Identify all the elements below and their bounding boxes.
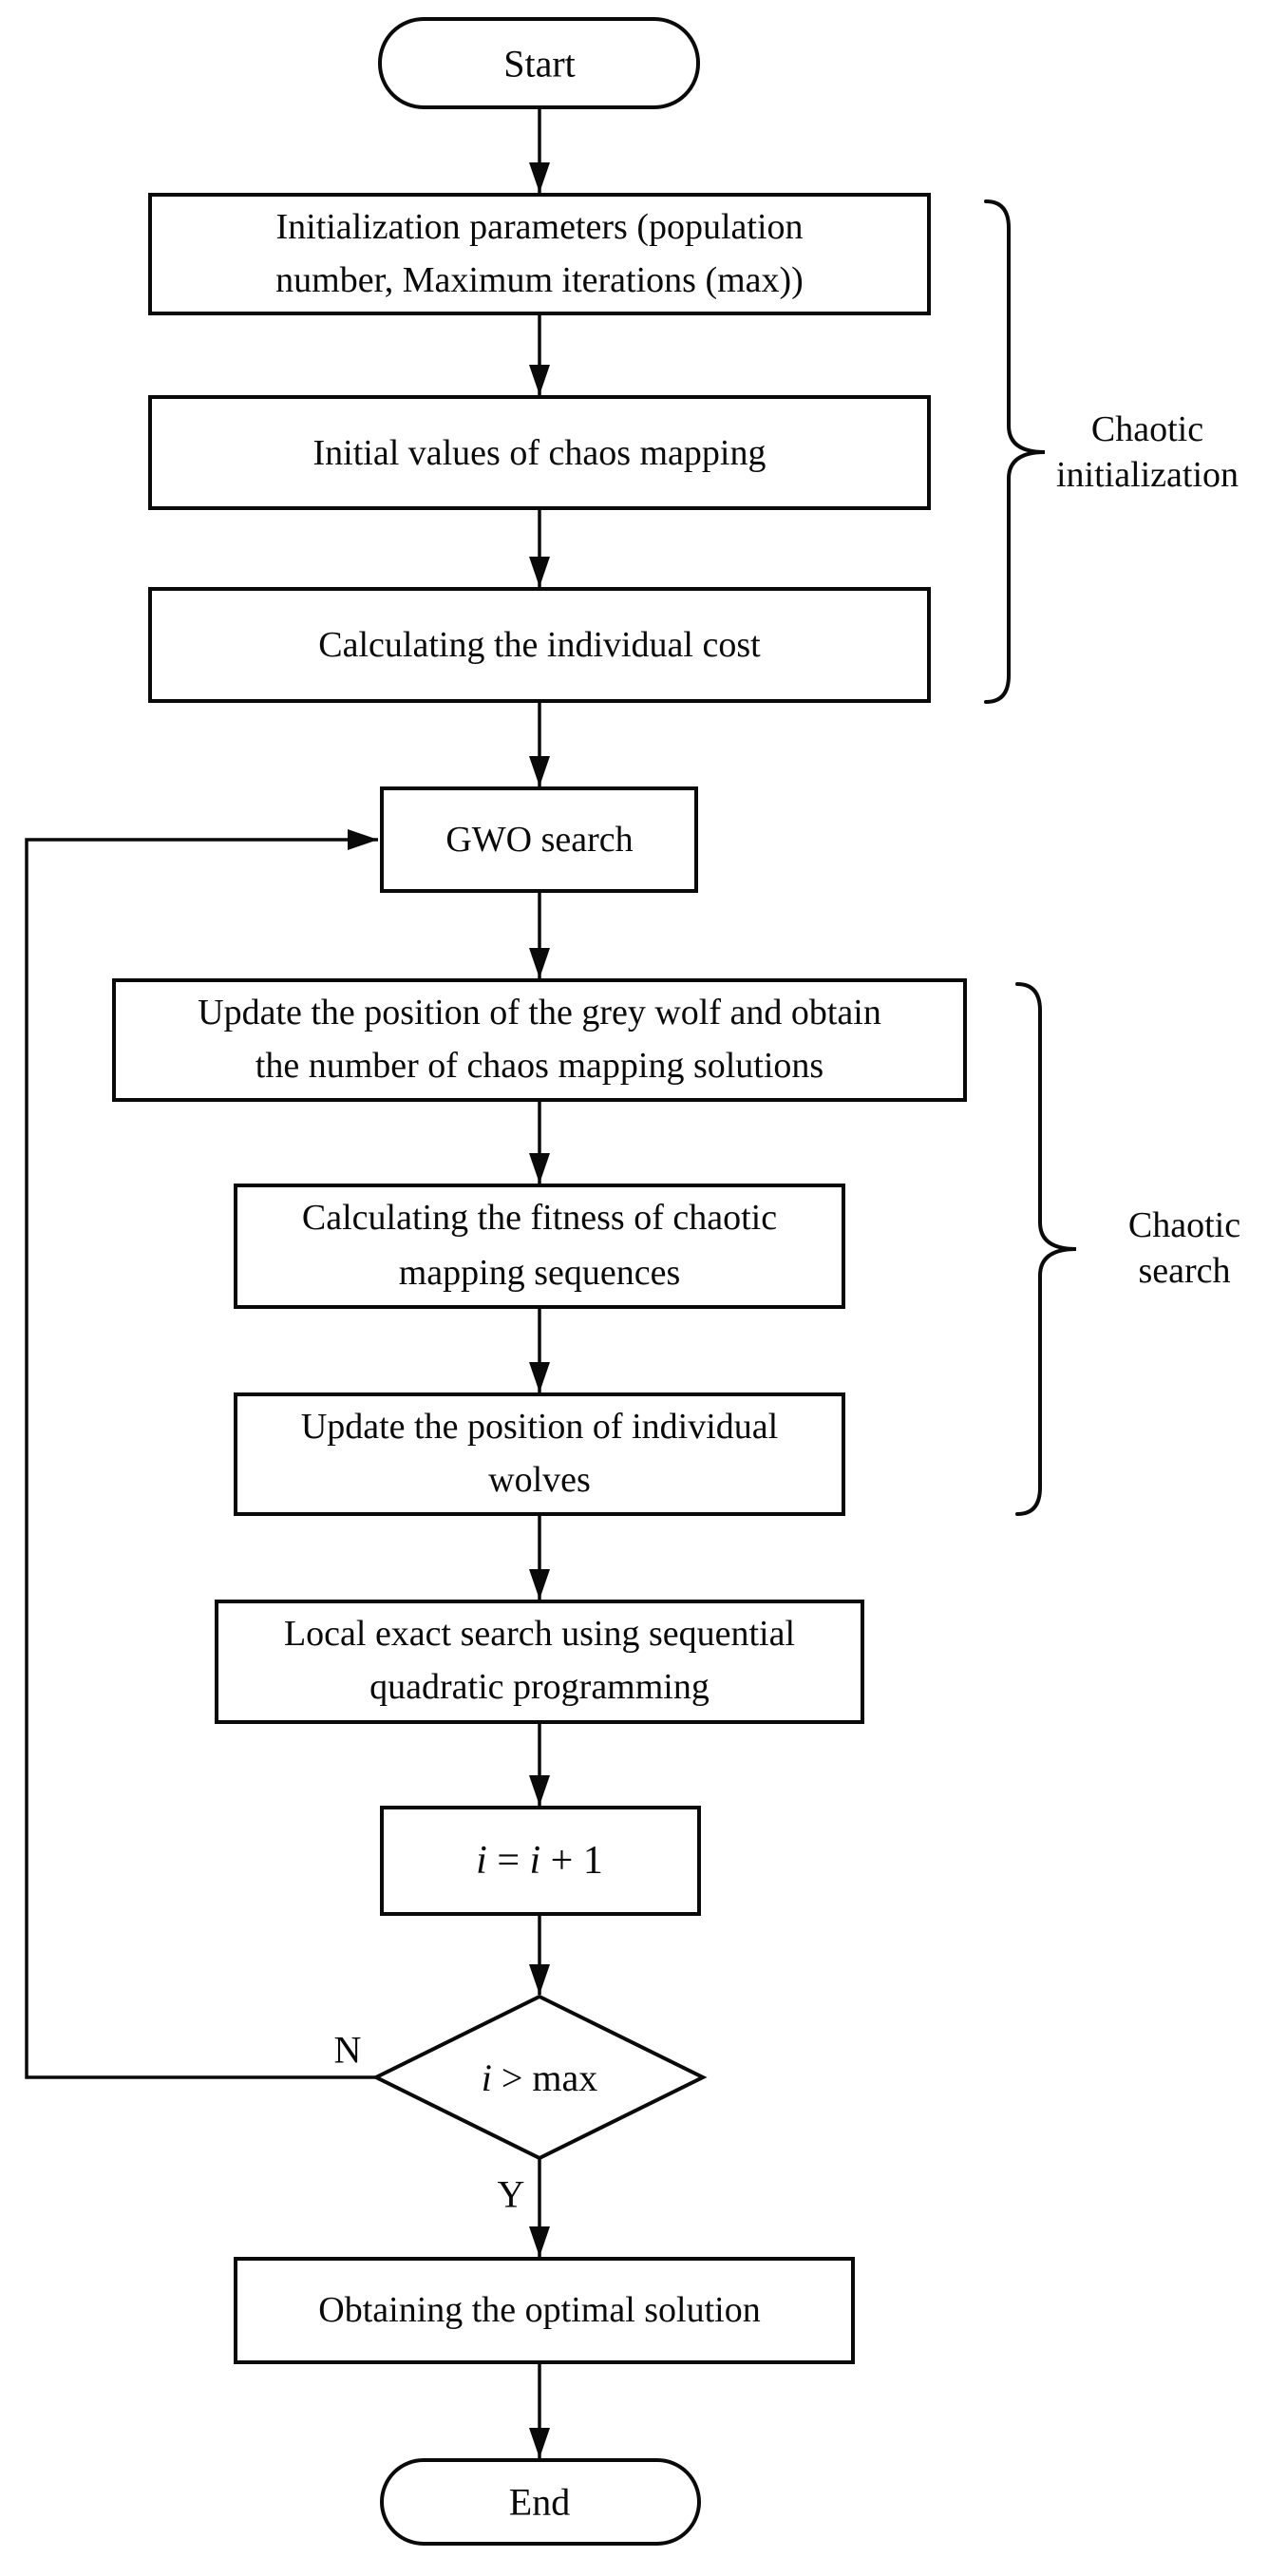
decision-diamond [371,1994,708,2161]
individual-cost-box [148,587,931,703]
update-wolves-box [234,1392,845,1516]
update-wolves-line2: wolves [488,1460,591,1500]
start-label: Start [503,43,576,85]
update-wolves-line1: Update the position of individual [301,1407,778,1447]
chaotic-search-brace [1015,982,1077,1516]
optimal-solution-label: Obtaining the optimal solution [318,2290,760,2330]
init-params-line2: number, Maximum iterations (max)) [275,260,804,300]
chaotic-initialization-label-line1: Chaotic [1091,409,1203,449]
local-search-box [215,1600,864,1724]
no-branch-label: N [334,2029,362,2072]
increment-box [380,1806,701,1916]
chaotic-search-label-line1: Chaotic [1128,1205,1240,1245]
optimal-solution-box [234,2257,855,2364]
init-params-box [148,193,931,315]
gwo-search-box [380,786,698,893]
decision-label: i > max [482,2056,598,2099]
init-params-line1: Initialization parameters (population [275,207,803,247]
end-terminator [380,2458,701,2546]
fitness-chaotic-box [234,1184,845,1309]
yes-branch-label: Y [498,2173,525,2216]
local-search-line1: Local exact search using sequential [284,1614,795,1654]
fitness-chaotic-line2: mapping sequences [399,1253,681,1293]
chaotic-search-label-line2: search [1138,1251,1230,1291]
increment-label: i = i + 1 [476,1839,603,1883]
update-grey-wolf-box [112,978,967,1102]
chaotic-initialization-label-line2: initialization [1056,455,1239,495]
update-grey-wolf-line1: Update the position of the grey wolf and… [198,993,881,1032]
fitness-chaotic-line1: Calculating the fitness of chaotic [302,1198,777,1238]
gwo-search-label: GWO search [445,820,633,860]
individual-cost-label: Calculating the individual cost [318,625,761,665]
start-terminator [378,17,700,109]
chaotic-initialization-brace [984,199,1046,704]
end-label: End [509,2481,570,2524]
chaos-initial-values-box [148,395,931,510]
loopback-line [25,829,378,2079]
chaos-initial-values-label: Initial values of chaos mapping [313,433,766,473]
update-grey-wolf-line2: the number of chaos mapping solutions [255,1046,823,1086]
local-search-line2: quadratic programming [369,1667,710,1707]
